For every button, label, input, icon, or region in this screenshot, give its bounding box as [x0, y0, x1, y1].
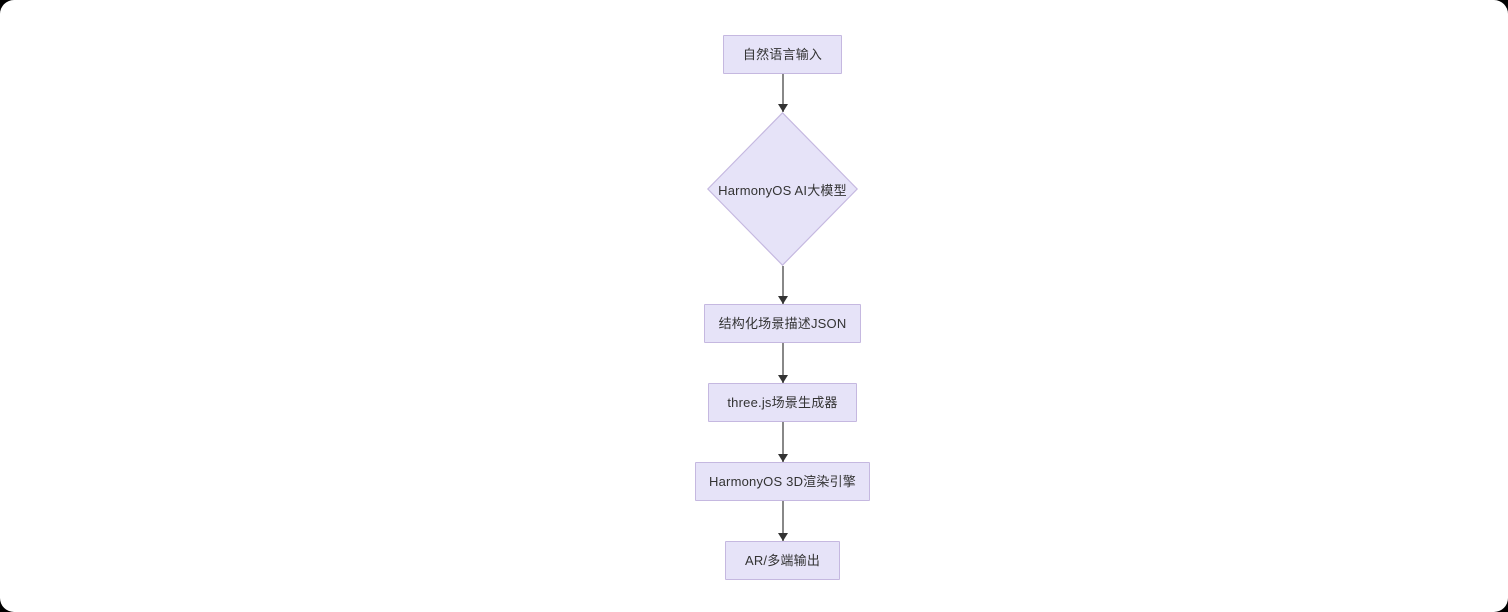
flow-node-threejs-generator[interactable]: three.js场景生成器: [708, 383, 857, 422]
flow-node-label: HarmonyOS AI大模型: [718, 182, 847, 198]
flow-node-render-engine[interactable]: HarmonyOS 3D渲染引擎: [695, 462, 870, 501]
flow-node-scene-json[interactable]: 结构化场景描述JSON: [704, 304, 861, 343]
arrow-head-icon: [777, 533, 788, 541]
arrow-head-icon: [777, 296, 788, 304]
flow-node-label: three.js场景生成器: [727, 394, 838, 410]
flow-connector: [777, 422, 788, 462]
flow-connector: [777, 501, 788, 541]
flow-node-label: HarmonyOS 3D渲染引擎: [709, 473, 856, 489]
arrow-head-icon: [777, 104, 788, 112]
flow-connector: [777, 74, 788, 112]
flow-node-input[interactable]: 自然语言输入: [723, 35, 842, 74]
flow-node-label: 结构化场景描述JSON: [718, 315, 847, 331]
flow-connector: [777, 266, 788, 304]
flow-node-ai-model[interactable]: HarmonyOS AI大模型: [707, 112, 858, 266]
connector-line: [782, 501, 784, 541]
connector-line: [782, 343, 784, 383]
flow-connector: [777, 343, 788, 383]
arrow-head-icon: [777, 375, 788, 383]
arrow-head-icon: [777, 454, 788, 462]
connector-line: [782, 422, 784, 462]
connector-line: [782, 266, 784, 304]
diamond-shape: [707, 112, 858, 266]
flow-node-label: AR/多端输出: [744, 552, 821, 568]
connector-line: [782, 74, 784, 112]
flow-node-label: 自然语言输入: [742, 46, 823, 62]
flow-node-ar-output[interactable]: AR/多端输出: [725, 541, 840, 580]
